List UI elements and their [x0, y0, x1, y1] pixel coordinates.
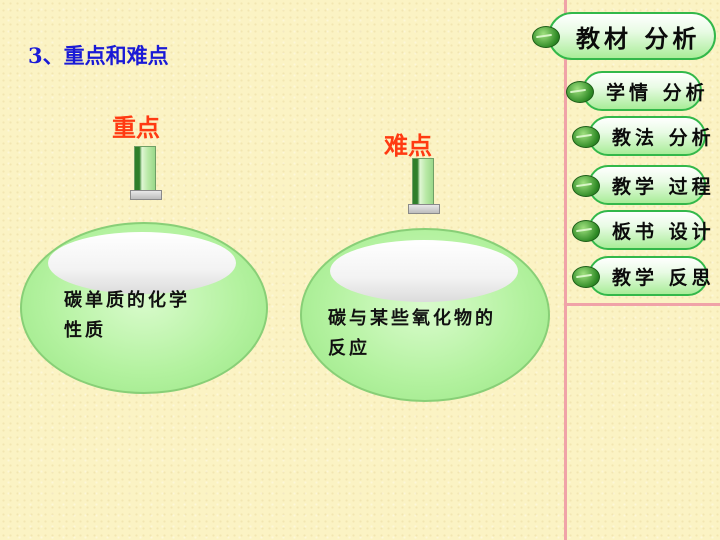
- leaf-icon: [566, 81, 594, 103]
- leaf-icon: [572, 220, 600, 242]
- key-point-heading: 重点: [112, 114, 160, 142]
- difficult-point-heading: 难点: [384, 132, 432, 160]
- nav-blackboard-design[interactable]: 板书 设计: [572, 210, 711, 250]
- nav-label: 教学 反思: [612, 266, 715, 289]
- nav-teaching-method-analysis[interactable]: 教法 分析: [572, 116, 711, 156]
- difficult-point-line-2: 反应: [328, 338, 370, 359]
- key-point-line-1: 碳单质的化学: [64, 290, 190, 311]
- horizontal-divider: [564, 303, 720, 306]
- leaf-icon: [572, 175, 600, 197]
- difficult-point-pillar: [408, 158, 440, 214]
- nav-teaching-reflection[interactable]: 教学 反思: [572, 256, 711, 296]
- leaf-icon: [532, 26, 560, 48]
- pillar-base: [408, 204, 440, 214]
- pillar-shaft: [412, 158, 434, 210]
- nav-label: 学情 分析: [606, 81, 709, 104]
- nav-textbook-analysis[interactable]: 教材 分析: [532, 12, 716, 60]
- nav-teaching-process[interactable]: 教学 过程: [572, 165, 711, 205]
- section-title: 3、重点和难点: [28, 43, 169, 68]
- key-point-bubble: 碳单质的化学 性质: [20, 222, 268, 394]
- key-point-content: 碳单质的化学 性质: [64, 286, 190, 346]
- leaf-icon: [572, 126, 600, 148]
- nav-label: 教学 过程: [612, 175, 715, 198]
- nav-label: 教材 分析: [576, 23, 701, 53]
- difficult-point-line-1: 碳与某些氧化物的: [328, 308, 496, 329]
- difficult-point-content: 碳与某些氧化物的 反应: [328, 304, 496, 364]
- key-point-pillar: [130, 146, 162, 200]
- nav-label: 教法 分析: [612, 126, 715, 149]
- pillar-base: [130, 190, 162, 200]
- vertical-divider: [564, 0, 567, 540]
- nav-label: 板书 设计: [612, 220, 715, 243]
- bubble-highlight: [330, 240, 518, 302]
- pillar-shaft: [134, 146, 156, 196]
- nav-learning-analysis[interactable]: 学情 分析: [566, 71, 705, 111]
- key-point-line-2: 性质: [64, 320, 106, 341]
- leaf-icon: [572, 266, 600, 288]
- difficult-point-bubble: 碳与某些氧化物的 反应: [300, 228, 550, 402]
- bubble-highlight: [48, 232, 236, 294]
